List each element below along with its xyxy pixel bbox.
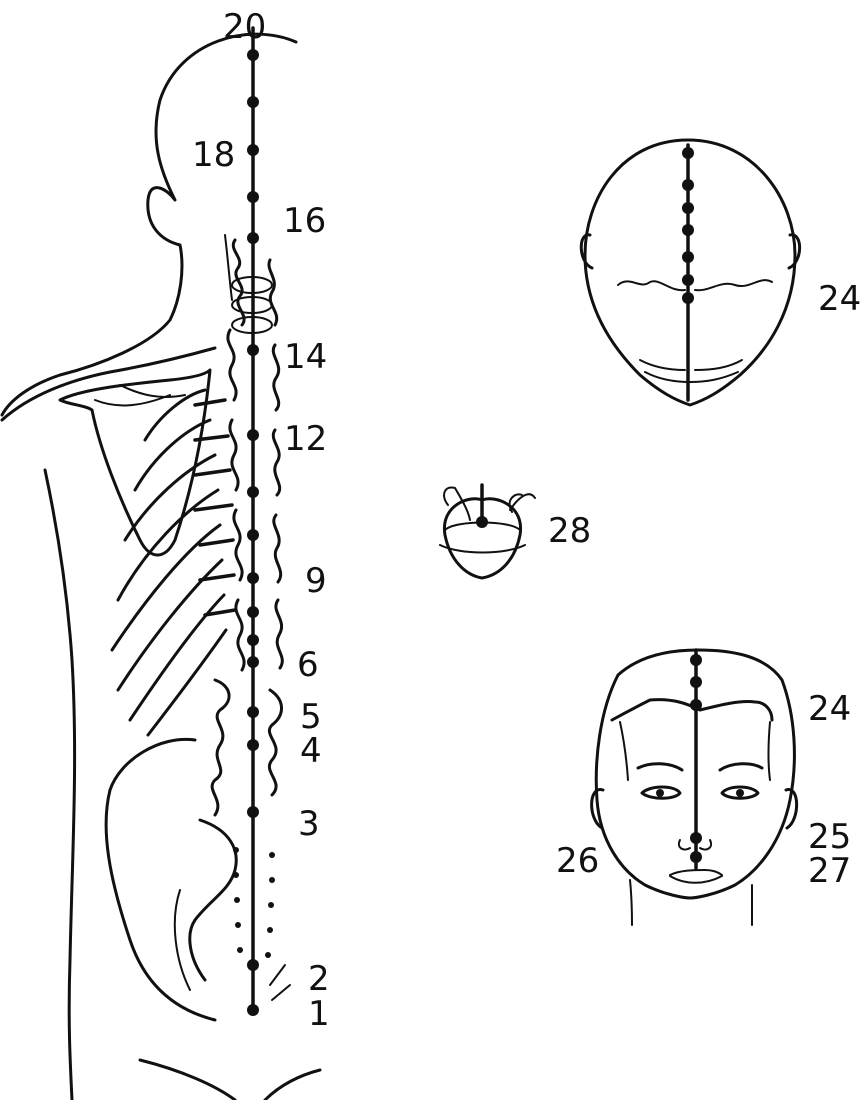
front-face-view [592, 650, 797, 925]
label-4: 4 [300, 731, 322, 771]
label-6: 6 [297, 645, 319, 685]
label-18: 18 [192, 135, 235, 175]
label-20: 20 [223, 7, 266, 47]
label-9: 9 [305, 561, 327, 601]
top-head-view [581, 140, 799, 405]
label-24-top: 24 [818, 279, 861, 319]
label-1: 1 [308, 994, 330, 1034]
label-26: 26 [556, 841, 599, 881]
label-28: 28 [548, 511, 591, 551]
label-24-front: 24 [808, 689, 851, 729]
label-14: 14 [284, 337, 327, 377]
mouth-view [440, 485, 535, 578]
label-12: 12 [284, 419, 327, 459]
label-2: 2 [308, 959, 330, 999]
label-3: 3 [298, 804, 320, 844]
label-27: 27 [808, 851, 851, 891]
label-16: 16 [283, 201, 326, 241]
back-view-figure [2, 34, 320, 1100]
